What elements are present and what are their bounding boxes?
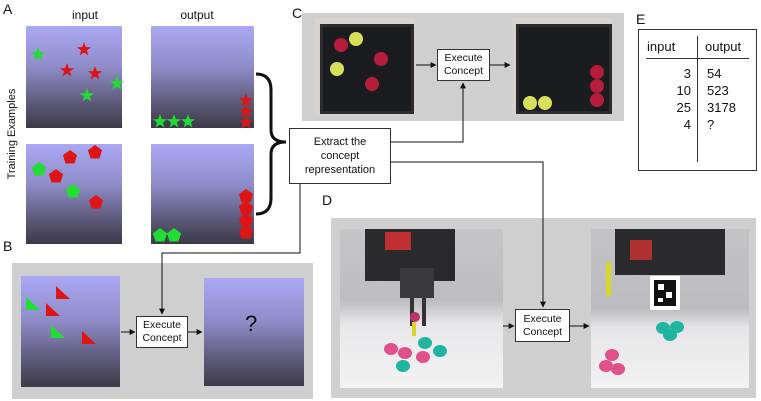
execute-label: Execute (523, 312, 562, 325)
red-pentagon (87, 145, 103, 159)
red-star (238, 115, 254, 129)
cylinders-output (599, 321, 684, 375)
pentagons-input-2 (31, 145, 104, 209)
table-cell-output: 54 (707, 66, 722, 81)
red-pentagon (88, 195, 104, 209)
cylinders-input (384, 337, 447, 372)
apples-input (330, 32, 388, 91)
table-cell-input: 3 (683, 66, 691, 81)
input-column-label: input (71, 8, 99, 22)
connector-extract-to-b (159, 183, 301, 315)
robot-arm-output (606, 229, 725, 310)
red-star (87, 66, 103, 80)
table-cell-output: 3178 (707, 100, 736, 115)
green-triangle (51, 325, 65, 338)
green-pentagon (65, 184, 81, 198)
connector-extract-to-c (390, 82, 466, 143)
question-mark: ? (245, 311, 258, 336)
connector-extract-to-d (390, 161, 546, 308)
training-output-2 (151, 144, 254, 244)
table-header-input: input (647, 39, 676, 54)
stars-input-1 (30, 42, 125, 102)
curly-brace (255, 72, 287, 216)
panel-label-d: D (322, 192, 333, 208)
red-triangle (46, 303, 60, 316)
training-output-1 (151, 26, 254, 128)
red-pentagon (238, 213, 254, 227)
query-input (21, 276, 120, 387)
output-column-label: output (180, 8, 214, 22)
green-star (166, 114, 182, 128)
red-triangle (82, 331, 96, 344)
table-column-rule (697, 36, 698, 162)
panel-label-a: A (3, 1, 13, 17)
red-triangle (56, 286, 70, 299)
table-header-output: output (705, 39, 742, 54)
extract-concept-box: Extract the concept representation (289, 128, 391, 184)
panel-label-c: C (292, 5, 303, 21)
red-pentagon (238, 189, 254, 203)
red-star (76, 42, 92, 56)
concept-label: Concept (142, 332, 182, 344)
execute-label: Execute (143, 319, 181, 331)
green-pentagon (31, 162, 47, 176)
red-pentagon (238, 225, 254, 239)
green-pentagon (166, 228, 182, 242)
green-star (109, 76, 125, 90)
red-pentagon (238, 201, 254, 215)
concept-label: Concept (443, 65, 484, 77)
green-triangle (26, 297, 40, 310)
training-input-1 (26, 26, 122, 128)
red-star (59, 63, 75, 77)
sequence-table: input output 3 54 10 523 25 3178 4 ? (638, 29, 757, 171)
robot-arm-input (365, 229, 455, 336)
triangles-query-input (26, 286, 96, 344)
green-star (180, 114, 196, 128)
red-star (238, 104, 254, 118)
green-star (30, 47, 46, 61)
red-pentagon (62, 150, 78, 164)
table-cell-input: 4 (683, 117, 691, 132)
extract-concept-label: Extract the concept representation (304, 136, 376, 176)
table-cell-input: 25 (676, 100, 691, 115)
query-output (204, 278, 304, 386)
stars-output-1 (152, 93, 254, 129)
red-star (238, 93, 254, 107)
green-star (152, 114, 168, 128)
apples-output (523, 65, 604, 110)
table-cell-output: 523 (707, 83, 729, 98)
panel-label-e: E (636, 11, 646, 27)
table-cell-output: ? (707, 117, 715, 132)
table-cell-input: 10 (676, 83, 691, 98)
execute-label: Execute (444, 52, 483, 64)
red-pentagon (48, 169, 64, 183)
concept-label: Concept (522, 325, 563, 338)
panel-label-b: B (3, 238, 13, 254)
green-star (79, 88, 95, 102)
green-pentagon (152, 228, 168, 242)
pentagons-output-2 (152, 189, 254, 242)
